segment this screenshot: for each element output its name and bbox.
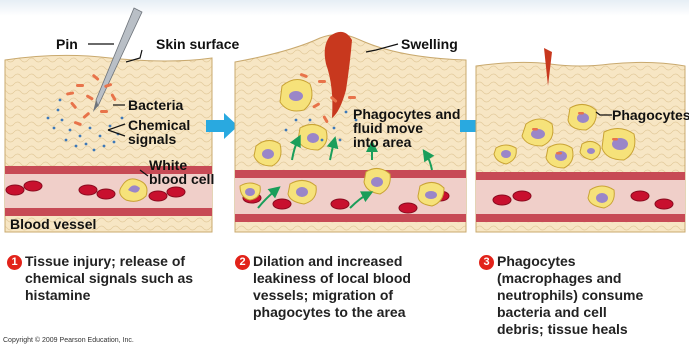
swelling-label: Swelling (401, 37, 458, 52)
step-1-number: 1 (7, 255, 22, 270)
phagocytes-fluid-label-3: into area (353, 135, 411, 150)
bacteria-label: Bacteria (128, 98, 183, 113)
step-3-caption: Phagocytes (macrophages and neutrophils)… (497, 253, 643, 338)
phagocytes-label: Phagocytes (612, 108, 689, 123)
step-2-caption: Dilation and increased leakiness of loca… (253, 253, 411, 321)
panel-2 (235, 32, 466, 232)
step-1-caption: Tissue injury; release of chemical signa… (25, 253, 193, 304)
blood-vessel-label: Blood vessel (10, 217, 96, 232)
skin-surface-label: Skin surface (156, 37, 239, 52)
copyright-notice: Copyright © 2009 Pearson Education, Inc. (3, 337, 134, 344)
pin-label: Pin (56, 37, 78, 52)
panel-3 (476, 48, 685, 232)
step-2-number: 2 (235, 255, 250, 270)
step-3-number: 3 (479, 255, 494, 270)
white-blood-cell-label-2: blood cell (149, 172, 214, 187)
chemical-signals-label-2: signals (128, 132, 176, 147)
